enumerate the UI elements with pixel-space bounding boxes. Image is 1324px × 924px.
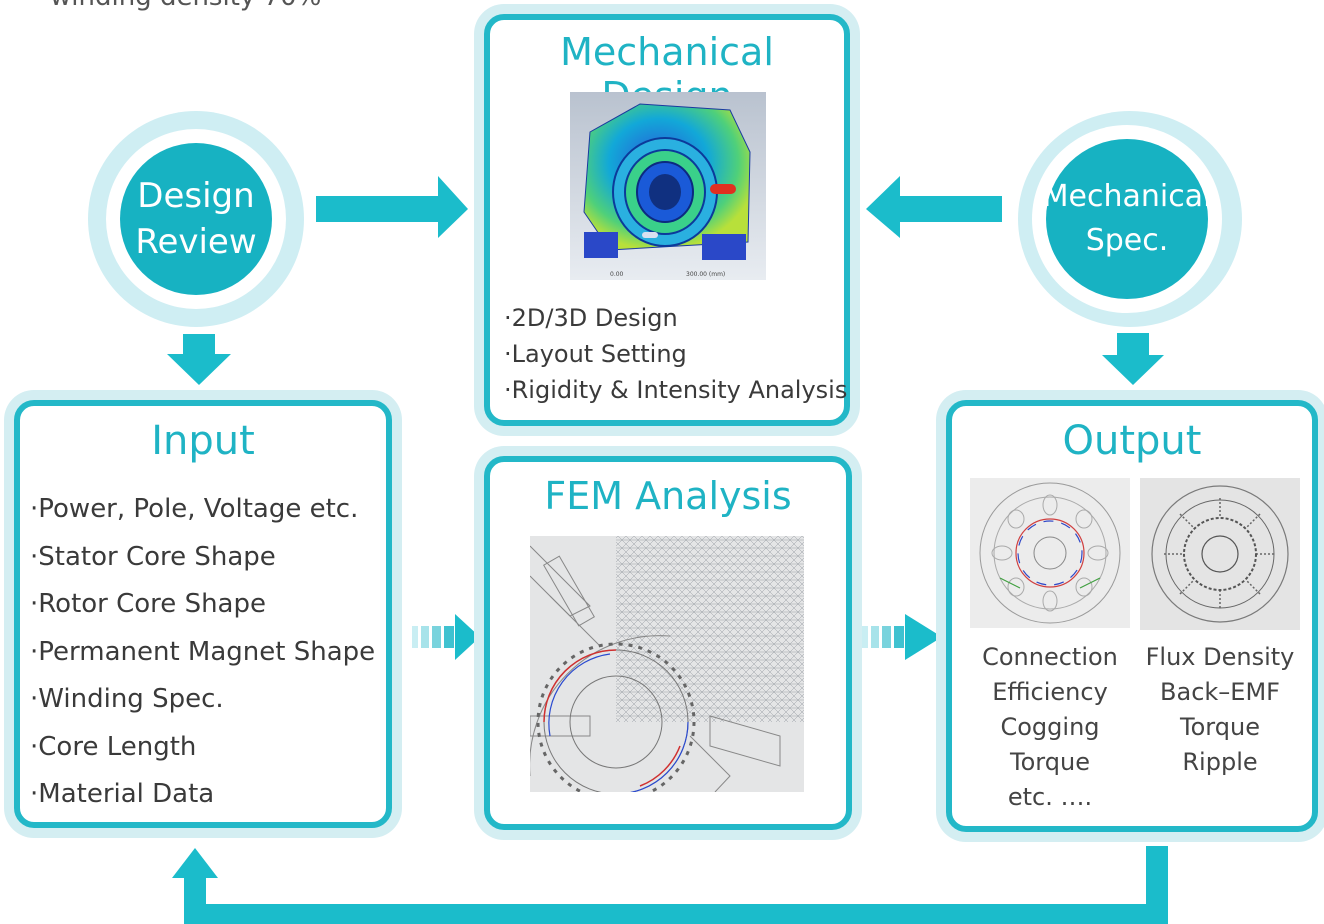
caption-line: Efficiency bbox=[992, 678, 1108, 706]
stress-analysis-image: 0.00 300.00 (mm) bbox=[570, 92, 766, 280]
corner-note: winding density 70% bbox=[50, 0, 321, 12]
flux-density-image bbox=[1140, 478, 1300, 630]
image-scale-right: 300.00 (mm) bbox=[686, 271, 725, 278]
list-item: ·2D/3D Design bbox=[504, 304, 678, 332]
list-item: ·Rotor Core Shape bbox=[30, 589, 266, 619]
fem-title: FEM Analysis bbox=[544, 474, 792, 518]
arrow-input-to-fem bbox=[412, 614, 480, 660]
list-item: ·Permanent Magnet Shape bbox=[30, 636, 376, 667]
arrow-spec-to-output bbox=[1102, 333, 1164, 385]
arrow-fem-to-output bbox=[862, 614, 942, 660]
arrow-spec-to-mechanical bbox=[866, 176, 1002, 238]
list-item: ·Rigidity & Intensity Analysis bbox=[504, 376, 848, 404]
caption-line: Back–EMF bbox=[1160, 678, 1280, 706]
input-panel: Input ·Power, Pole, Voltage etc. ·Stator… bbox=[14, 400, 392, 828]
arrow-review-to-input bbox=[167, 334, 231, 385]
list-item: ·Winding Spec. bbox=[30, 684, 224, 714]
mechanical-design-list: ·2D/3D Design ·Layout Setting ·Rigidity … bbox=[504, 300, 847, 408]
input-title: Input bbox=[151, 418, 255, 464]
caption-line: Cogging bbox=[1000, 713, 1100, 741]
mechanical-spec-line2: Spec. bbox=[1085, 223, 1169, 258]
caption-line: Torque bbox=[1180, 713, 1260, 741]
list-item: ·Power, Pole, Voltage etc. bbox=[30, 494, 359, 524]
image-scale-left: 0.00 bbox=[610, 271, 624, 278]
mechanical-design-panel: Mechanical Design 0.00 300.00 (mm) ·2D/3… bbox=[484, 14, 850, 426]
output-left-caption: Connection Efficiency Cogging Torque etc… bbox=[970, 640, 1130, 815]
caption-line: Ripple bbox=[1182, 748, 1258, 776]
caption-line: Flux Density bbox=[1145, 643, 1295, 671]
fem-analysis-panel: FEM Analysis bbox=[484, 456, 852, 830]
design-review-line2: Review bbox=[135, 222, 257, 262]
arrow-output-to-input-loop bbox=[172, 846, 1168, 924]
arrow-review-to-mechanical bbox=[316, 176, 468, 238]
mechanical-spec-line1: Mechanical bbox=[1042, 179, 1212, 214]
caption-line: Torque bbox=[1010, 748, 1090, 776]
list-item: ·Layout Setting bbox=[504, 340, 687, 368]
mechanical-spec-badge: Mechanical Spec. bbox=[1018, 111, 1242, 327]
output-panel: Output Connection Efficiency Co bbox=[946, 400, 1318, 832]
design-review-line1: Design bbox=[137, 176, 255, 216]
input-list: ·Power, Pole, Voltage etc. ·Stator Core … bbox=[30, 486, 375, 819]
list-item: ·Stator Core Shape bbox=[30, 541, 276, 572]
output-right-caption: Flux Density Back–EMF Torque Ripple bbox=[1140, 640, 1300, 780]
design-review-badge: Design Review bbox=[88, 111, 304, 327]
caption-line: etc. …. bbox=[1007, 783, 1093, 811]
motor-cross-section-image bbox=[970, 478, 1130, 628]
list-item: ·Core Length bbox=[30, 731, 197, 762]
caption-line: Connection bbox=[982, 643, 1118, 671]
list-item: ·Material Data bbox=[30, 779, 215, 809]
output-title: Output bbox=[1062, 418, 1202, 464]
fem-mesh-image bbox=[530, 536, 804, 792]
